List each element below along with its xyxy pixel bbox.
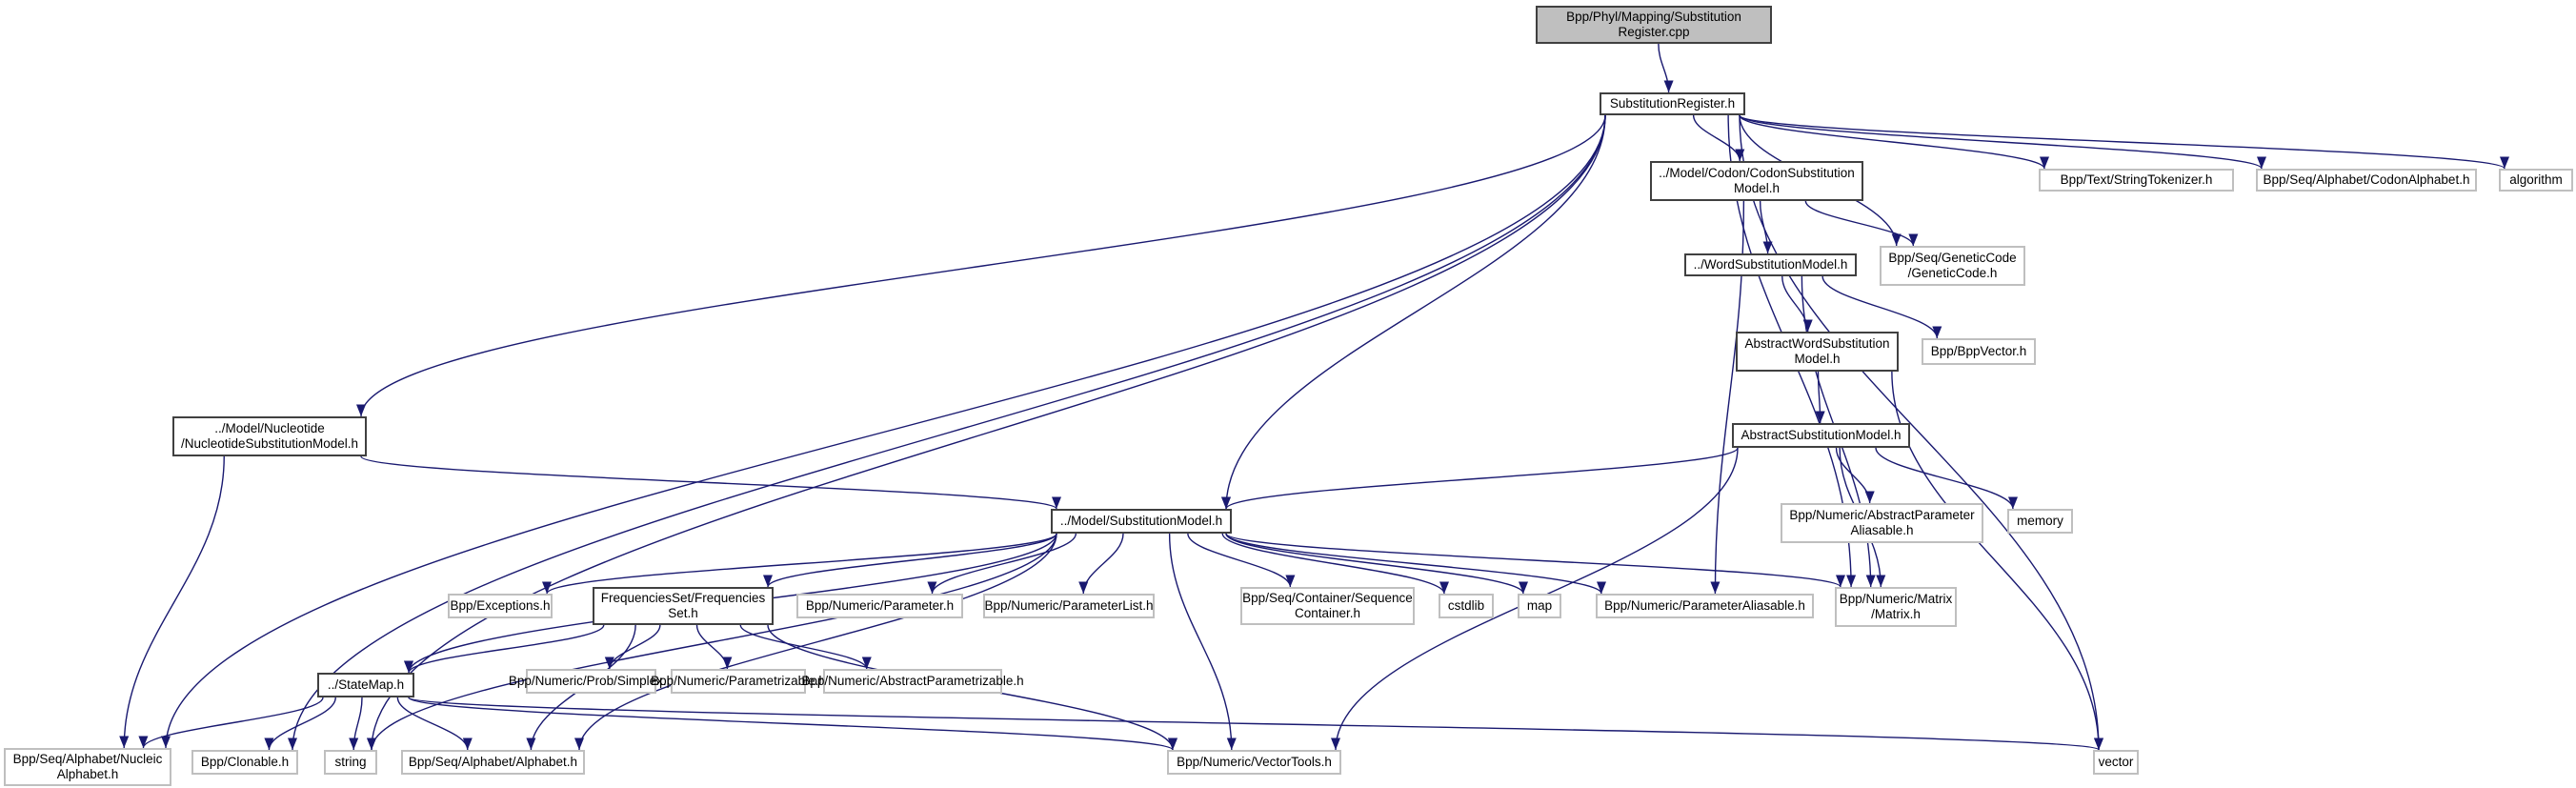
node-cstdlib[interactable]: cstdlib — [1439, 594, 1494, 618]
edge-sm-to-freqset — [763, 533, 1057, 588]
edge-subreg-to-codonsm — [1692, 114, 1745, 162]
edge-subreg-to-clonable — [288, 114, 1606, 751]
node-string[interactable]: string — [324, 750, 377, 775]
node-bpp-vector-h[interactable]: Bpp/BppVector.h — [1922, 338, 2036, 365]
node-abstract-word-substitution-model-h[interactable]: AbstractWordSubstitution Model.h — [1736, 332, 1899, 372]
edge-statemap-to-alphabet — [396, 697, 473, 751]
node-vector-tools-h[interactable]: Bpp/Numeric/VectorTools.h — [1167, 750, 1341, 775]
node-genetic-code-h[interactable]: Bpp/Seq/GeneticCode /GeneticCode.h — [1880, 246, 2025, 286]
edge-subreg-to-sm — [1220, 114, 1606, 510]
edge-statemap-to-string — [349, 697, 363, 751]
edge-wordsm-to-bppvector — [1821, 275, 1942, 339]
node-simplex-h[interactable]: Bpp/Numeric/Prob/Simplex.h — [509, 669, 674, 694]
edge-freqset-to-simplex — [604, 624, 661, 670]
node-map[interactable]: map — [1518, 594, 1561, 618]
node-abstract-parametrizable-h[interactable]: Bpp/Numeric/AbstractParametrizable.h — [801, 669, 1024, 694]
node-substitution-register-cpp[interactable]: Bpp/Phyl/Mapping/Substitution Register.c… — [1536, 6, 1772, 44]
edge-sm-to-cstdlib — [1221, 533, 1449, 595]
node-codon-substitution-model-h[interactable]: ../Model/Codon/CodonSubstitution Model.h — [1650, 161, 1863, 201]
edge-subreg-to-nucalpha — [161, 114, 1606, 749]
edge-subreg-to-algorithm — [1739, 114, 2509, 170]
node-parameter-list-h[interactable]: Bpp/Numeric/ParameterList.h — [983, 594, 1155, 618]
node-algorithm[interactable]: algorithm — [2499, 169, 2573, 192]
node-parameter-aliasable-h[interactable]: Bpp/Numeric/ParameterAliasable.h — [1596, 594, 1814, 618]
node-nucleotide-substitution-model-h[interactable]: ../Model/Nucleotide /NucleotideSubstitut… — [172, 416, 367, 456]
edge-subreg-to-nucsm — [356, 114, 1606, 417]
node-substitution-register-h[interactable]: SubstitutionRegister.h — [1600, 92, 1745, 115]
edge-codonsm-to-geneticcode — [1804, 200, 1919, 247]
edge-abssm-to-memory — [1875, 447, 2018, 510]
node-frequencies-set-h[interactable]: FrequenciesSet/Frequencies Set.h — [593, 587, 774, 625]
edge-nucsm-to-nucalpha — [119, 455, 225, 749]
edge-sm-to-vectortools — [1168, 533, 1237, 751]
edge-subreg-to-vector — [1739, 114, 2104, 751]
node-abstract-substitution-model-h[interactable]: AbstractSubstitutionModel.h — [1732, 423, 1910, 448]
edge-subreg-to-string — [367, 114, 1606, 751]
edge-statemap-to-nucalpha — [138, 697, 324, 749]
node-string-tokenizer-h[interactable]: Bpp/Text/StringTokenizer.h — [2039, 169, 2234, 192]
edge-sm-to-exceptions — [542, 533, 1057, 595]
edge-abssm-to-sm — [1221, 447, 1739, 510]
edge-subreg-to-codonalpha — [1739, 114, 2266, 170]
node-state-map-h[interactable]: ../StateMap.h — [317, 673, 414, 697]
edge-sm-to-map — [1225, 533, 1528, 595]
node-vector[interactable]: vector — [2093, 750, 2139, 775]
node-memory[interactable]: memory — [2007, 509, 2073, 534]
node-codon-alphabet-h[interactable]: Bpp/Seq/Alphabet/CodonAlphabet.h — [2256, 169, 2477, 192]
edge-codonsm-to-wordsm — [1759, 200, 1773, 254]
edge-sm-to-paramlist — [1078, 533, 1124, 595]
edge-statemap-to-vector — [408, 697, 2103, 751]
node-substitution-model-h[interactable]: ../Model/SubstitutionModel.h — [1051, 509, 1232, 534]
edge-sm-to-matrix — [1225, 533, 1845, 588]
node-parametrizable-h[interactable]: Bpp/Numeric/Parametrizable.h — [651, 669, 826, 694]
edge-root-to-subreg — [1658, 43, 1674, 93]
edge-freqset-to-parametrizable — [695, 624, 733, 670]
edge-freqset-to-absparametrizable — [739, 624, 872, 670]
node-alphabet-h[interactable]: Bpp/Seq/Alphabet/Alphabet.h — [401, 750, 585, 775]
edge-sm-to-paramalias — [1225, 533, 1606, 595]
edge-sm-to-string — [367, 533, 1057, 751]
edge-wordsm-to-abswordsm — [1781, 275, 1813, 333]
node-word-substitution-model-h[interactable]: ../WordSubstitutionModel.h — [1684, 253, 1857, 276]
node-nucleic-alphabet-h[interactable]: Bpp/Seq/Alphabet/Nucleic Alphabet.h — [4, 748, 171, 786]
node-sequence-container-h[interactable]: Bpp/Seq/Container/Sequence Container.h — [1240, 587, 1415, 625]
node-parameter-h[interactable]: Bpp/Numeric/Parameter.h — [796, 594, 963, 618]
node-matrix-h[interactable]: Bpp/Numeric/Matrix /Matrix.h — [1835, 587, 1957, 627]
edge-subreg-to-strtok — [1739, 114, 2049, 170]
edge-statemap-to-vectortools — [408, 697, 1177, 751]
edge-nucsm-to-sm — [360, 455, 1061, 510]
edge-sm-to-parameter — [927, 533, 1077, 595]
edge-abswordsm-to-abssm — [1815, 371, 1825, 424]
edge-abssm-to-absparamalias — [1835, 447, 1875, 504]
node-exceptions-h[interactable]: Bpp/Exceptions.h — [448, 594, 553, 618]
edge-abswordsm-to-vector — [1891, 371, 2104, 751]
edge-freqset-to-statemap — [404, 624, 605, 674]
node-clonable-h[interactable]: Bpp/Clonable.h — [191, 750, 298, 775]
node-abstract-parameter-aliasable-h[interactable]: Bpp/Numeric/AbstractParameter Aliasable.… — [1781, 503, 1983, 543]
edge-sm-to-seqcontainer — [1187, 533, 1296, 588]
edge-statemap-to-clonable — [264, 697, 336, 751]
